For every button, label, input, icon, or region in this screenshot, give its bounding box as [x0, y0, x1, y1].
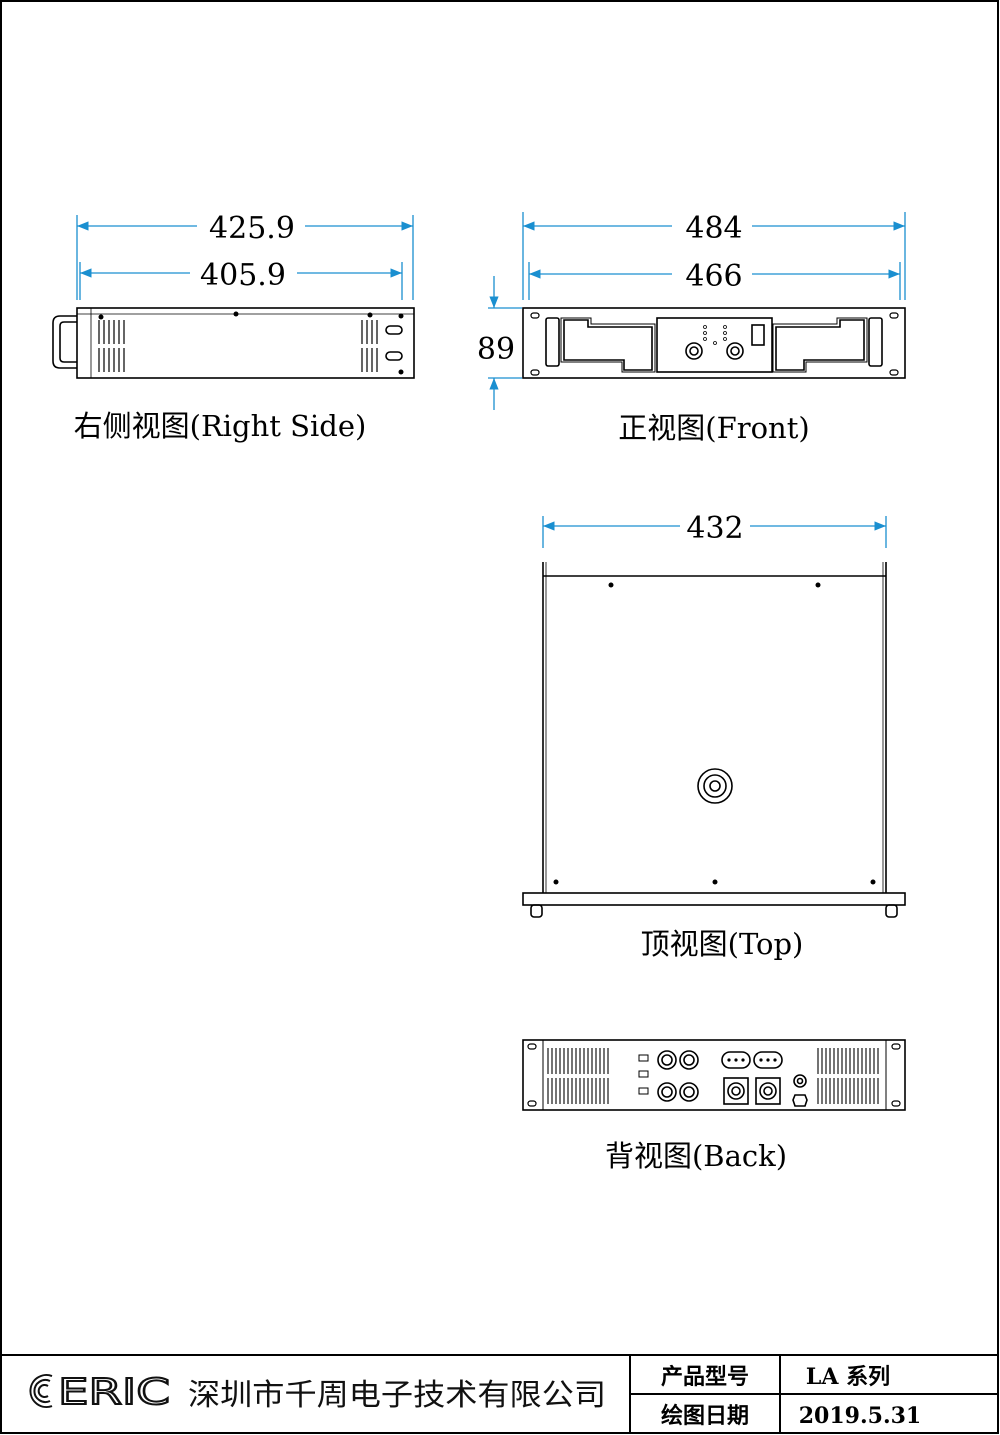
company-name: 深圳市千周电子技术有限公司	[188, 1378, 606, 1413]
dimension-right-side-inner	[79, 262, 403, 300]
caption-front: 正视图(Front)	[618, 411, 809, 445]
front-panel-drawing	[522, 307, 906, 379]
dim-label-front-inner: 466	[685, 259, 742, 294]
dim-label-front-height: 89	[477, 332, 515, 367]
caption-right-side: 右侧视图(Right Side)	[74, 409, 367, 443]
dim-label-right-inner: 405.9	[200, 258, 286, 293]
dim-label-top-width: 432	[686, 511, 743, 546]
top-chassis-drawing	[522, 562, 906, 918]
dim-label-front-outer: 484	[685, 211, 742, 246]
side-chassis-drawing	[52, 307, 415, 379]
dim-label-right-outer: 425.9	[209, 211, 295, 246]
title-block: ERIC 深圳市千周电子技术有限公司 产品型号 LA 系列 绘图日期 2019.…	[1, 1354, 998, 1433]
model-value: LA 系列	[806, 1364, 890, 1390]
front-view: 484 466 89	[477, 211, 906, 445]
date-value: 2019.5.31	[799, 1403, 921, 1429]
back-view: 背视图(Back)	[522, 1039, 906, 1173]
dimension-top-width	[542, 516, 887, 548]
date-label: 绘图日期	[661, 1403, 749, 1429]
model-label: 产品型号	[661, 1364, 749, 1390]
caption-top: 顶视图(Top)	[641, 927, 804, 961]
eric-logo-text: ERIC	[58, 1372, 170, 1413]
right-side-view: 425.9 405.9	[52, 211, 415, 443]
dimension-front-inner	[528, 262, 901, 300]
top-view: 432 顶视图(Top)	[522, 511, 906, 961]
dimension-right-side-outer	[76, 215, 414, 300]
back-panel-drawing	[522, 1039, 906, 1111]
dimension-front-outer	[522, 212, 906, 300]
dimension-front-height	[488, 276, 522, 410]
eric-logo	[29, 1374, 53, 1408]
caption-back: 背视图(Back)	[605, 1139, 787, 1173]
